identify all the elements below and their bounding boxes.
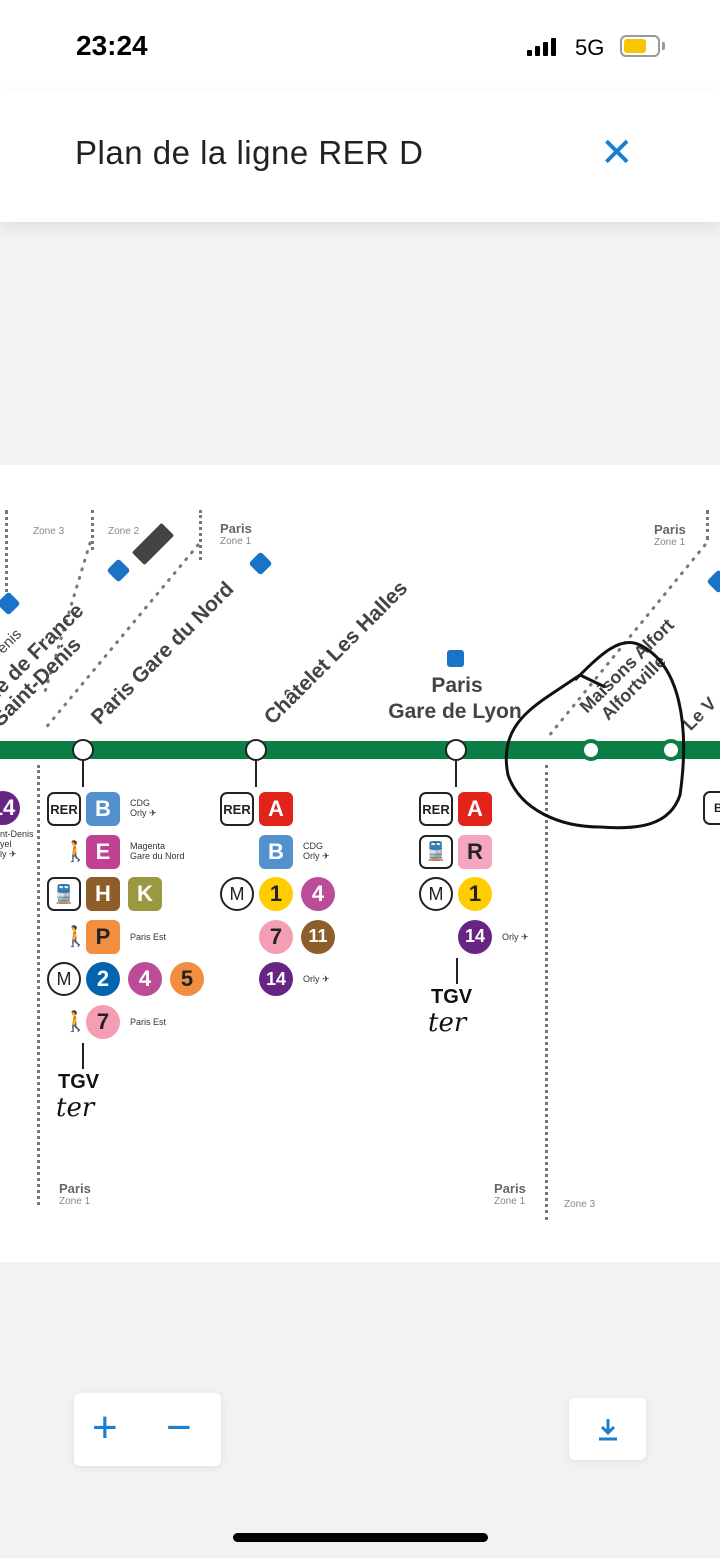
zone-divider bbox=[706, 510, 709, 540]
line-badge-11: 11 bbox=[301, 919, 335, 954]
station-stop[interactable] bbox=[245, 739, 267, 761]
line-badge-14: 14 bbox=[458, 919, 492, 954]
metro-logo: M bbox=[419, 877, 453, 911]
line-badge-B: B bbox=[259, 834, 293, 869]
line-badge-P: P bbox=[86, 919, 120, 954]
zone-divider bbox=[199, 510, 202, 560]
bus-badge: Bl bbox=[703, 791, 720, 825]
accessibility-icon bbox=[447, 650, 464, 667]
page-title: Plan de la ligne RER D bbox=[75, 134, 424, 171]
connection-note: Orly ✈ bbox=[303, 974, 330, 984]
connector bbox=[455, 761, 457, 787]
metro-14-badge: 14 bbox=[0, 791, 20, 825]
zone-divider bbox=[545, 765, 548, 1220]
line-badge-1: 1 bbox=[259, 877, 293, 911]
connection-note: CDG Orly ✈ bbox=[130, 798, 157, 818]
zoom-out-button[interactable]: − bbox=[166, 1403, 192, 1452]
walk-icon: 🚶 bbox=[63, 840, 88, 863]
line-badge-A: A bbox=[458, 792, 492, 826]
line-badge-4: 4 bbox=[301, 877, 335, 911]
close-icon[interactable]: ✕ bbox=[600, 131, 634, 175]
battery-icon bbox=[620, 35, 660, 57]
ter-logo: ter bbox=[428, 1008, 467, 1038]
line-badge-R: R bbox=[458, 834, 492, 869]
connector bbox=[82, 761, 84, 787]
line-badge-4: 4 bbox=[128, 962, 162, 996]
zoom-controls: + − bbox=[74, 1393, 221, 1466]
line-badge-5: 5 bbox=[170, 962, 204, 996]
connection-note: CDG Orly ✈ bbox=[303, 840, 330, 861]
station-stop[interactable] bbox=[580, 739, 602, 761]
connection-note: Magenta Gare du Nord bbox=[130, 840, 185, 861]
status-bar: 23:24 5G bbox=[0, 0, 720, 90]
zone-label: Zone 2 bbox=[108, 526, 140, 537]
walk-icon: 🚶 bbox=[63, 925, 88, 948]
train-icon: 🚆 bbox=[419, 834, 453, 869]
line-badge-H: H bbox=[86, 877, 120, 911]
line-badge-7: 7 bbox=[259, 919, 293, 954]
line-badge-1: 1 bbox=[458, 877, 492, 911]
station-stop[interactable] bbox=[660, 739, 682, 761]
zoom-in-button[interactable]: + bbox=[92, 1403, 118, 1452]
zone-divider bbox=[5, 510, 8, 600]
zone-label: Zone 3 bbox=[33, 526, 65, 537]
status-time: 23:24 bbox=[76, 30, 148, 61]
station-stop[interactable] bbox=[72, 739, 94, 761]
line-badge-B: B bbox=[86, 792, 120, 826]
line-badge-14: 14 bbox=[259, 962, 293, 996]
line-badge-7: 7 bbox=[86, 1004, 120, 1039]
connector bbox=[255, 761, 257, 787]
download-icon bbox=[598, 1419, 617, 1441]
rer-d-line bbox=[0, 741, 720, 759]
rer-logo: RER bbox=[419, 792, 453, 826]
line-badge-K: K bbox=[128, 877, 162, 911]
line-badge-E: E bbox=[86, 834, 120, 869]
zone-label: Zone 3 bbox=[564, 1199, 596, 1210]
rer-logo: RER bbox=[220, 792, 254, 826]
line-badge-2: 2 bbox=[86, 962, 120, 996]
line-badge-A: A bbox=[259, 792, 293, 826]
tgv-label: TGV bbox=[431, 986, 473, 1008]
station-stop[interactable] bbox=[445, 739, 467, 761]
metro-logo: M bbox=[220, 877, 254, 911]
signal-icon bbox=[527, 38, 556, 56]
zone-divider bbox=[91, 510, 94, 550]
metro-logo: M bbox=[47, 962, 81, 996]
connector bbox=[82, 1043, 84, 1069]
zone-divider bbox=[37, 765, 40, 1205]
train-icon: 🚆 bbox=[47, 877, 81, 911]
tgv-label: TGV bbox=[58, 1071, 100, 1093]
connection-note: Paris Est bbox=[130, 1016, 167, 1027]
walk-icon: 🚶 bbox=[63, 1010, 88, 1033]
connection-note: Paris Est bbox=[130, 931, 167, 942]
network-type: 5G bbox=[575, 35, 605, 60]
connector bbox=[456, 958, 458, 984]
home-indicator[interactable] bbox=[233, 1533, 488, 1542]
download-button[interactable] bbox=[569, 1398, 646, 1460]
connection-note: Orly ✈ bbox=[502, 931, 529, 942]
rer-logo: RER bbox=[47, 792, 81, 826]
header: Plan de la ligne RER D ✕ bbox=[0, 90, 720, 222]
ter-logo: ter bbox=[56, 1093, 95, 1123]
